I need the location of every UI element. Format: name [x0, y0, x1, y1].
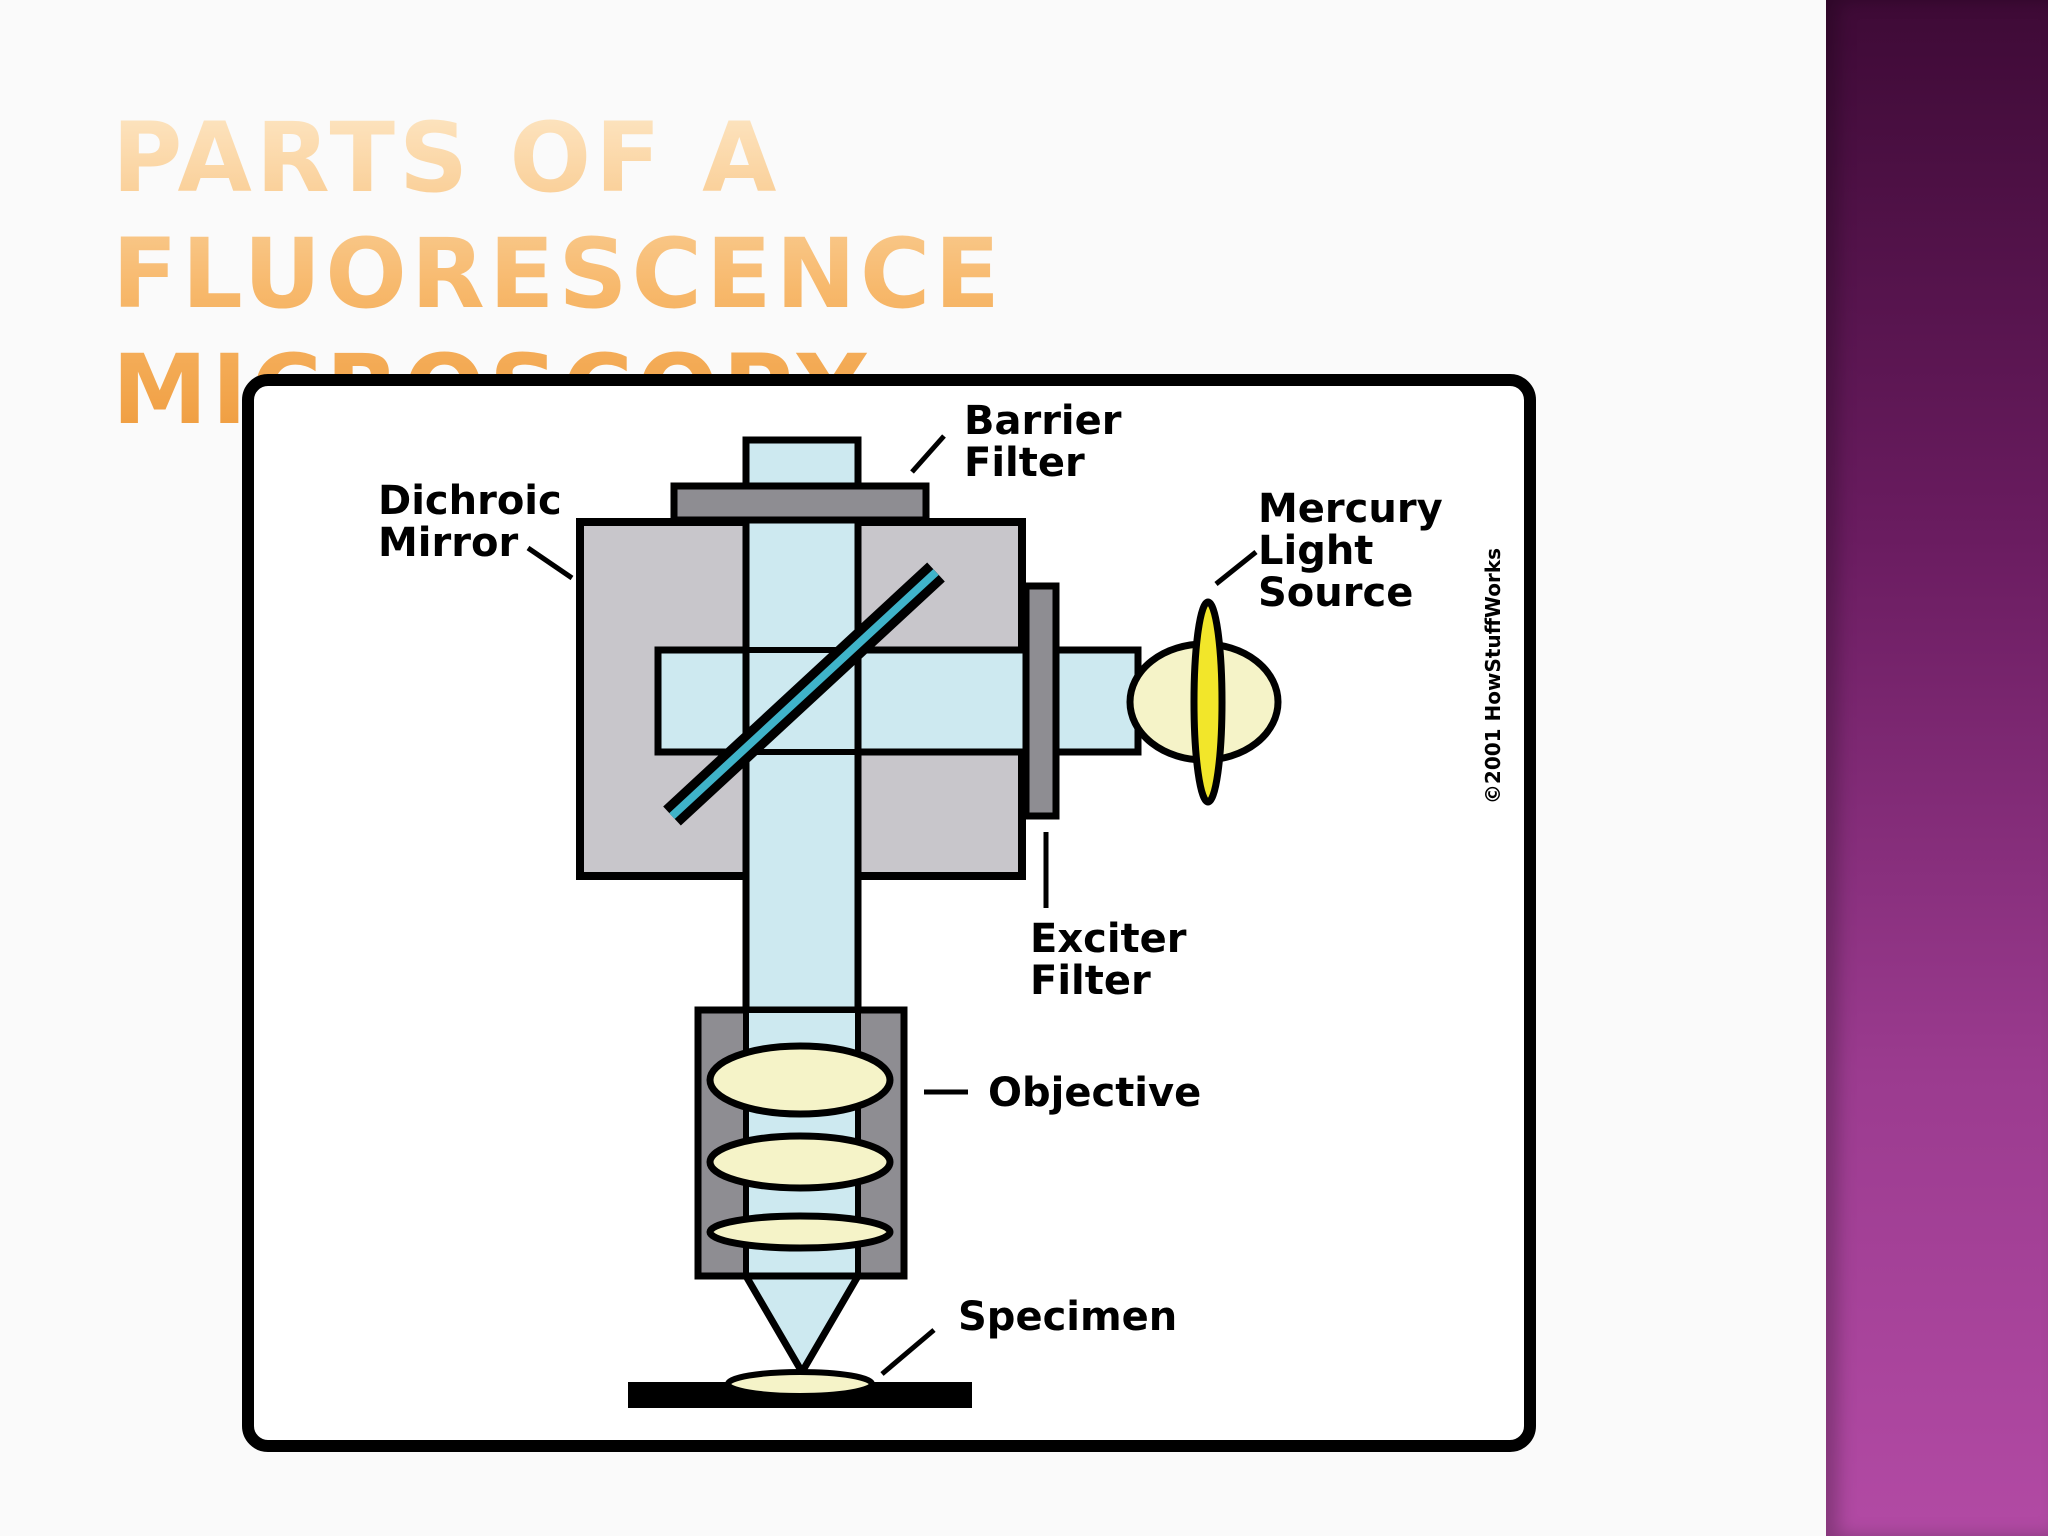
exciter-filter — [1022, 582, 1060, 820]
focus-cone — [739, 1272, 865, 1379]
mercury-lamp-lens — [1190, 598, 1226, 806]
slide-title-line-1: Parts of a fluorescence — [112, 102, 1004, 330]
objective-lens-1 — [706, 1042, 894, 1118]
excitation-beam — [654, 646, 1142, 756]
label-barrier-filter: Barrier Filter — [964, 398, 1135, 486]
label-mercury-light-source: Mercury Light Source — [1258, 486, 1457, 616]
label-specimen: Specimen — [958, 1294, 1177, 1340]
objective-lens-2 — [706, 1132, 894, 1192]
label-objective: Objective — [988, 1070, 1201, 1116]
label-exciter-filter: Exciter Filter — [1030, 916, 1200, 1004]
fluorescence-microscope-diagram: Barrier Filter Dichroic Mirror Mercury L… — [242, 374, 1536, 1452]
specimen-sample — [725, 1369, 875, 1399]
decorative-side-band — [1826, 0, 2048, 1536]
barrier-filter — [670, 482, 930, 524]
copyright-notice: ©2001 HowStuffWorks — [1481, 548, 1505, 804]
objective-lens-3 — [706, 1212, 894, 1252]
label-dichroic-mirror: Dichroic Mirror — [378, 478, 576, 566]
